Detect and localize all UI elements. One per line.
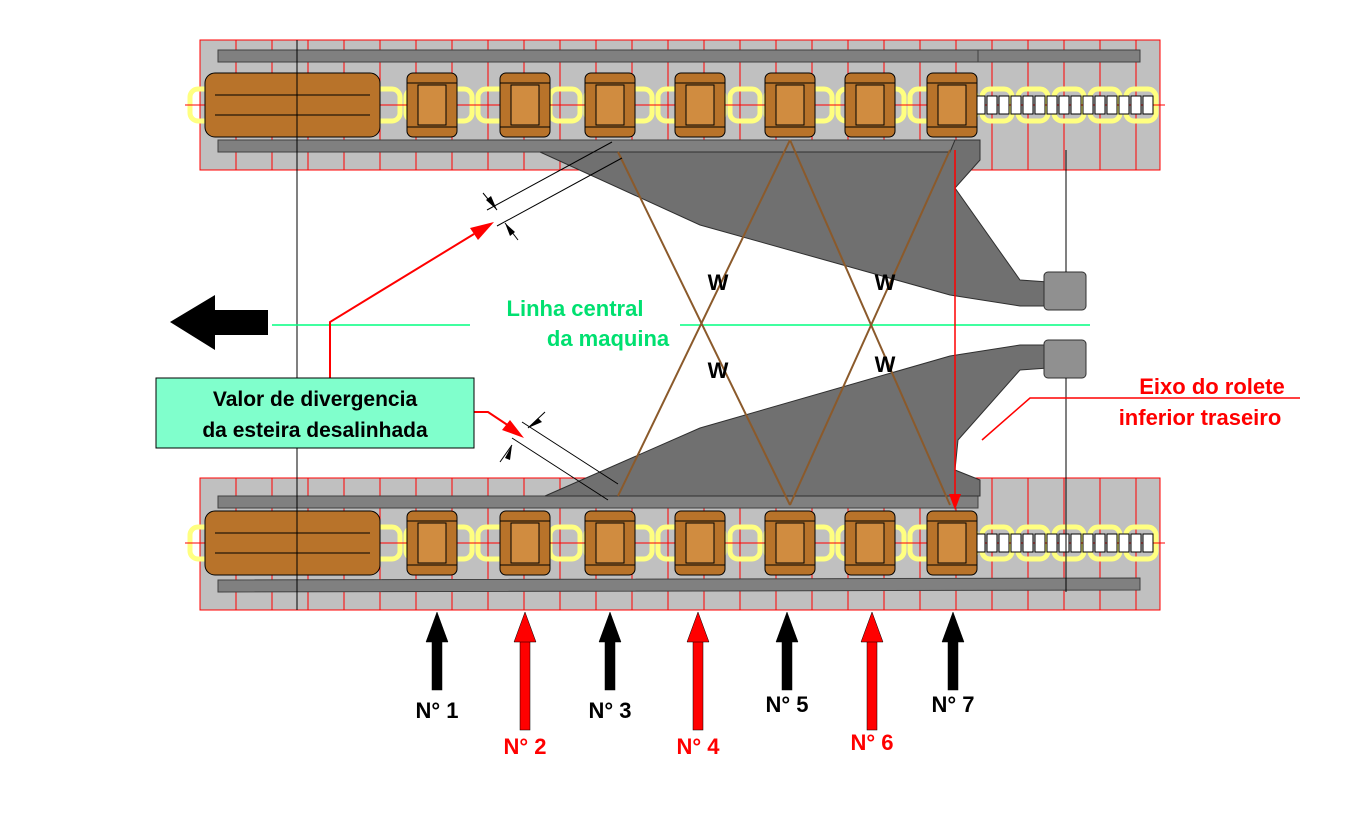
roller-arrow-shaft (604, 639, 616, 691)
roller-arrow-shaft (866, 639, 878, 731)
roller-marker-6: N° 6 (850, 611, 894, 755)
roller-label: N° 2 (503, 734, 546, 759)
force-label-w3: W (708, 358, 729, 383)
roller-arrow-head (775, 611, 799, 643)
lower-pivot-block (1043, 339, 1087, 379)
roller-arrow-shaft (947, 639, 959, 691)
roller-arrow-head (941, 611, 965, 643)
roller-arrow-shaft (519, 639, 531, 731)
roller-label: N° 4 (676, 734, 720, 759)
roller-arrow-head (598, 611, 622, 643)
axle-label-1: Eixo do rolete (1139, 374, 1284, 399)
roller-arrow-shaft (781, 639, 793, 691)
upper-pivot-block (1043, 271, 1087, 311)
roller-marker-4: N° 4 (676, 611, 720, 759)
centerline-label-2: da maquina (547, 326, 670, 351)
upper-track (185, 39, 1165, 171)
roller-label: N° 5 (765, 692, 808, 717)
roller-arrow-head (425, 611, 449, 643)
roller-label: N° 6 (850, 730, 893, 755)
axle-callout: Eixo do rolete inferior traseiro (949, 150, 1300, 510)
lower-frame-plate (544, 344, 1049, 497)
roller-marker-3: N° 3 (588, 611, 632, 723)
roller-marker-7: N° 7 (931, 611, 975, 717)
travel-direction-arrow (170, 295, 268, 350)
callout-line-1: Valor de divergencia (213, 388, 418, 411)
roller-arrow-head (860, 611, 884, 643)
upper-frame-plate (539, 139, 1049, 307)
roller-arrow-shaft (431, 639, 443, 691)
roller-arrow-head (513, 611, 537, 643)
roller-arrow-head (686, 611, 710, 643)
roller-arrow-shaft (692, 639, 704, 731)
axle-label-2: inferior traseiro (1119, 405, 1282, 430)
callout-line-2: da esteira desalinhada (202, 419, 428, 442)
lower-track (185, 477, 1165, 611)
force-label-w4: W (875, 352, 896, 377)
cross-braces (617, 139, 951, 506)
force-label-w1: W (708, 270, 729, 295)
force-label-w2: W (875, 270, 896, 295)
roller-label: N° 3 (588, 698, 631, 723)
roller-label: N° 1 (415, 698, 458, 723)
roller-label: N° 7 (931, 692, 974, 717)
centerline-label-1: Linha central (507, 296, 644, 321)
roller-marker-5: N° 5 (765, 611, 809, 717)
roller-marker-1: N° 1 (415, 611, 459, 723)
roller-marker-2: N° 2 (503, 611, 547, 759)
divergence-callout: Valor de divergencia da esteira desalinh… (155, 222, 524, 449)
